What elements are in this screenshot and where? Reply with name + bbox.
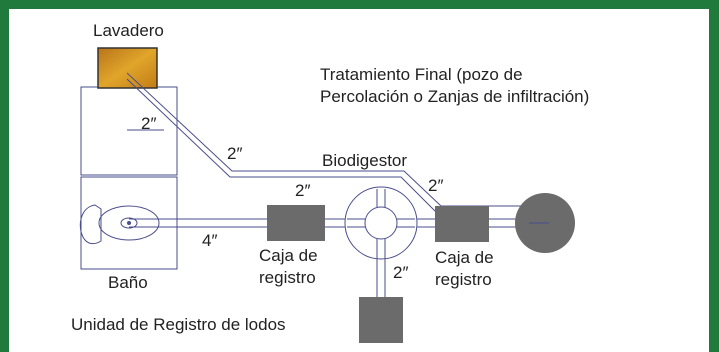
pipe-lodos bbox=[376, 257, 386, 297]
label-caja-registro-2: Caja de registro bbox=[435, 247, 494, 291]
tratamiento-final-well bbox=[515, 193, 575, 253]
label-bano: Baño bbox=[108, 273, 148, 292]
label-pipe-2-down: 2″ bbox=[393, 263, 409, 282]
pipe-biodigestor-caja2 bbox=[417, 218, 435, 228]
label-unidad-lodos: Unidad de Registro de lodos bbox=[71, 315, 286, 334]
biodigestor-tank bbox=[344, 186, 418, 260]
lavadero-sink bbox=[97, 47, 158, 89]
label-tratamiento-line1: Tratamiento Final (pozo de bbox=[320, 65, 523, 84]
label-tratamiento-final: Tratamiento Final (pozo de Percolación o… bbox=[320, 64, 589, 108]
label-caja1-line1: Caja de bbox=[259, 246, 318, 265]
toilet-icon bbox=[79, 204, 160, 245]
label-pipe-2-upper: 2″ bbox=[141, 114, 157, 133]
caja-registro-1 bbox=[267, 205, 325, 241]
label-caja-registro-1: Caja de registro bbox=[259, 245, 318, 289]
label-caja2-line2: registro bbox=[435, 270, 492, 289]
unidad-registro-lodos bbox=[359, 297, 403, 343]
diagram-panel: Lavadero Tratamiento Final (pozo de Perc… bbox=[9, 9, 709, 352]
caja-registro-2 bbox=[435, 206, 489, 242]
label-pipe-4: 4″ bbox=[202, 231, 218, 250]
house-outline bbox=[80, 86, 178, 270]
pipe-caja1-biodigestor bbox=[325, 218, 345, 228]
label-caja1-line2: registro bbox=[259, 268, 316, 287]
label-tratamiento-line2: Percolación o Zanjas de infiltración) bbox=[320, 87, 590, 106]
label-caja2-line1: Caja de bbox=[435, 248, 494, 267]
label-lavadero: Lavadero bbox=[93, 21, 164, 40]
label-pipe-2-mid: 2″ bbox=[295, 181, 311, 200]
label-pipe-2-diag: 2″ bbox=[227, 144, 243, 163]
label-pipe-2-right: 2″ bbox=[428, 176, 444, 195]
diagram-canvas bbox=[79, 47, 575, 343]
pipe-4-inch bbox=[129, 218, 267, 228]
label-biodigestor: Biodigestor bbox=[322, 151, 408, 170]
